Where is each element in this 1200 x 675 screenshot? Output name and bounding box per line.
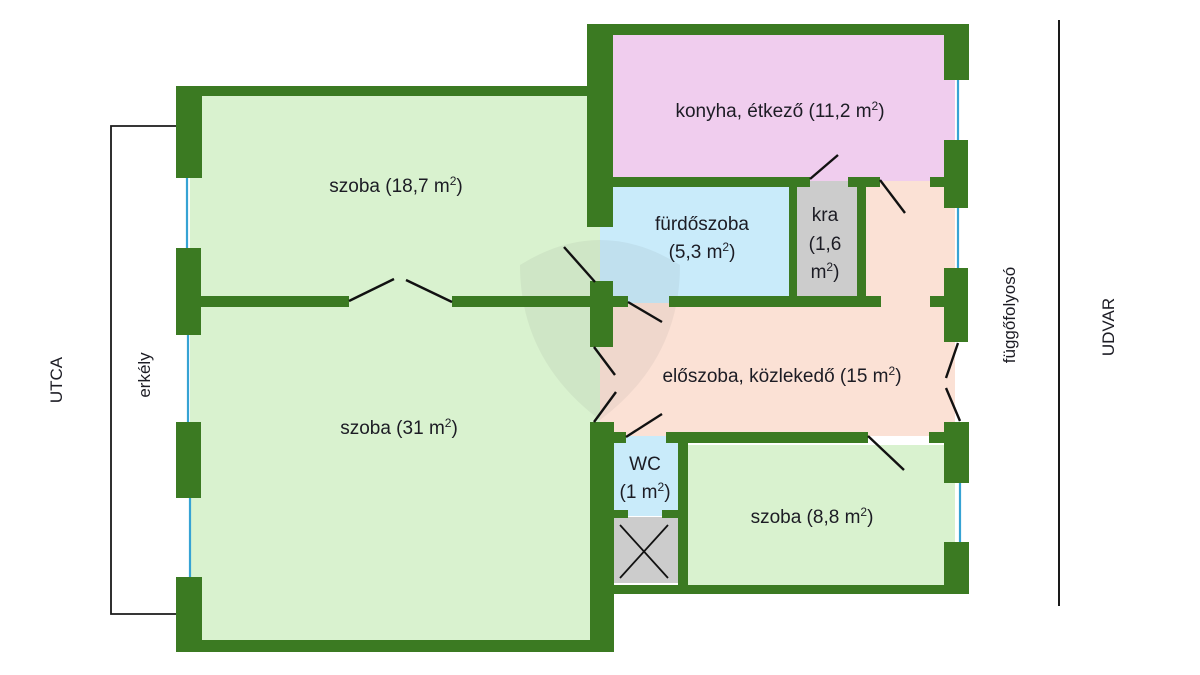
door-bathroom[interactable] xyxy=(627,300,663,324)
room-fill-pantry[interactable] xyxy=(795,181,859,298)
door-entrance-1[interactable] xyxy=(944,342,960,379)
room-fill-wc[interactable] xyxy=(612,436,680,516)
wall-bath-bottom xyxy=(669,296,881,307)
wall-partition-right xyxy=(452,296,612,307)
room-label-bathroom: fürdőszoba xyxy=(655,214,749,235)
door-bedroom-top[interactable] xyxy=(563,246,596,283)
wall-bottom-bedroom xyxy=(176,640,614,652)
wall-partition-left xyxy=(200,296,349,307)
wall-central-pier xyxy=(590,281,613,347)
wall-pier xyxy=(176,248,201,335)
windows xyxy=(185,80,962,577)
wall-pantry-left xyxy=(789,177,797,303)
room-label-hallway: előszoba, közlekedő (15 m2) xyxy=(662,364,901,387)
wall-top-bedroom xyxy=(176,86,600,96)
wall-pier xyxy=(176,577,202,652)
wall-wc-right xyxy=(678,432,688,592)
door-bedroom-large-2[interactable] xyxy=(593,391,617,423)
wall-kitchen-bottom-right xyxy=(930,177,955,187)
gallery-label: függőfolyosó xyxy=(1000,267,1019,363)
room-fill-bedroom-large-bottom[interactable] xyxy=(190,305,600,640)
room-fill-kitchen[interactable] xyxy=(600,33,955,181)
room-fill-bedroom-large-top[interactable] xyxy=(190,95,600,305)
door-double-leaf-2[interactable] xyxy=(405,278,453,304)
wall-pantry-right xyxy=(857,177,866,303)
door-bedroom-large-1[interactable] xyxy=(593,346,616,376)
wall-kitchen-bottom xyxy=(600,177,810,187)
balcony-label: erkély xyxy=(135,352,154,398)
room-label-bedroom-8-8: szoba (8,8 m2) xyxy=(751,505,874,528)
room-label-bathroom-area: (5,3 m2) xyxy=(669,240,736,263)
wall-pier-right xyxy=(944,542,969,592)
door-wc[interactable] xyxy=(625,412,663,439)
door-kitchen[interactable] xyxy=(809,154,839,180)
wall-wc-divider-right xyxy=(662,510,680,518)
door-double-leaf-1[interactable] xyxy=(348,277,395,303)
room-label-pantry: kra xyxy=(812,205,839,226)
wall-pier xyxy=(176,422,201,498)
wall-hall-bottom-left xyxy=(600,432,626,443)
room-fill-bedroom-small[interactable] xyxy=(686,445,955,585)
wall-central-stub xyxy=(590,296,628,307)
wall-pier xyxy=(176,86,202,178)
door-bedroom-small[interactable] xyxy=(867,435,905,471)
wall-bottom-small xyxy=(600,585,969,594)
doors xyxy=(348,154,962,579)
wall-central-upper xyxy=(587,24,613,227)
wall-hall-bottom xyxy=(666,432,868,443)
courtyard-label: UDVAR xyxy=(1099,298,1118,356)
wall-wc-divider-left xyxy=(612,510,628,518)
room-label-bedroom-31: szoba (31 m2) xyxy=(340,416,458,439)
door-entrance-2[interactable] xyxy=(944,387,962,422)
wall-pier-right xyxy=(944,140,968,208)
room-fill-bathroom[interactable] xyxy=(600,181,795,303)
room-label-wc: WC xyxy=(629,454,661,475)
shaft-cross-2 xyxy=(619,524,669,579)
balcony-outline xyxy=(110,125,176,615)
street-label: UTCA xyxy=(47,356,66,403)
room-fill-hallway[interactable] xyxy=(600,303,955,436)
wall-top-kitchen xyxy=(587,24,969,35)
room-label-bedroom-18-7: szoba (18,7 m2) xyxy=(329,174,462,197)
wall-pier-right-stub xyxy=(929,432,949,443)
wall-central-lower xyxy=(590,422,614,652)
room-fills xyxy=(190,33,955,640)
door-hall-upper[interactable] xyxy=(879,179,906,214)
wall-pier-right xyxy=(944,422,969,483)
room-label-kitchen: konyha, étkező (11,2 m2) xyxy=(675,99,884,122)
room-fill-hallway-upper[interactable] xyxy=(859,181,955,303)
room-label-pantry-area: (1,6 xyxy=(809,234,842,255)
room-label-pantry-unit: m2) xyxy=(811,260,840,283)
walls xyxy=(176,24,969,652)
wall-pier-right-stub xyxy=(930,296,950,307)
wall-pier-right xyxy=(944,24,969,80)
